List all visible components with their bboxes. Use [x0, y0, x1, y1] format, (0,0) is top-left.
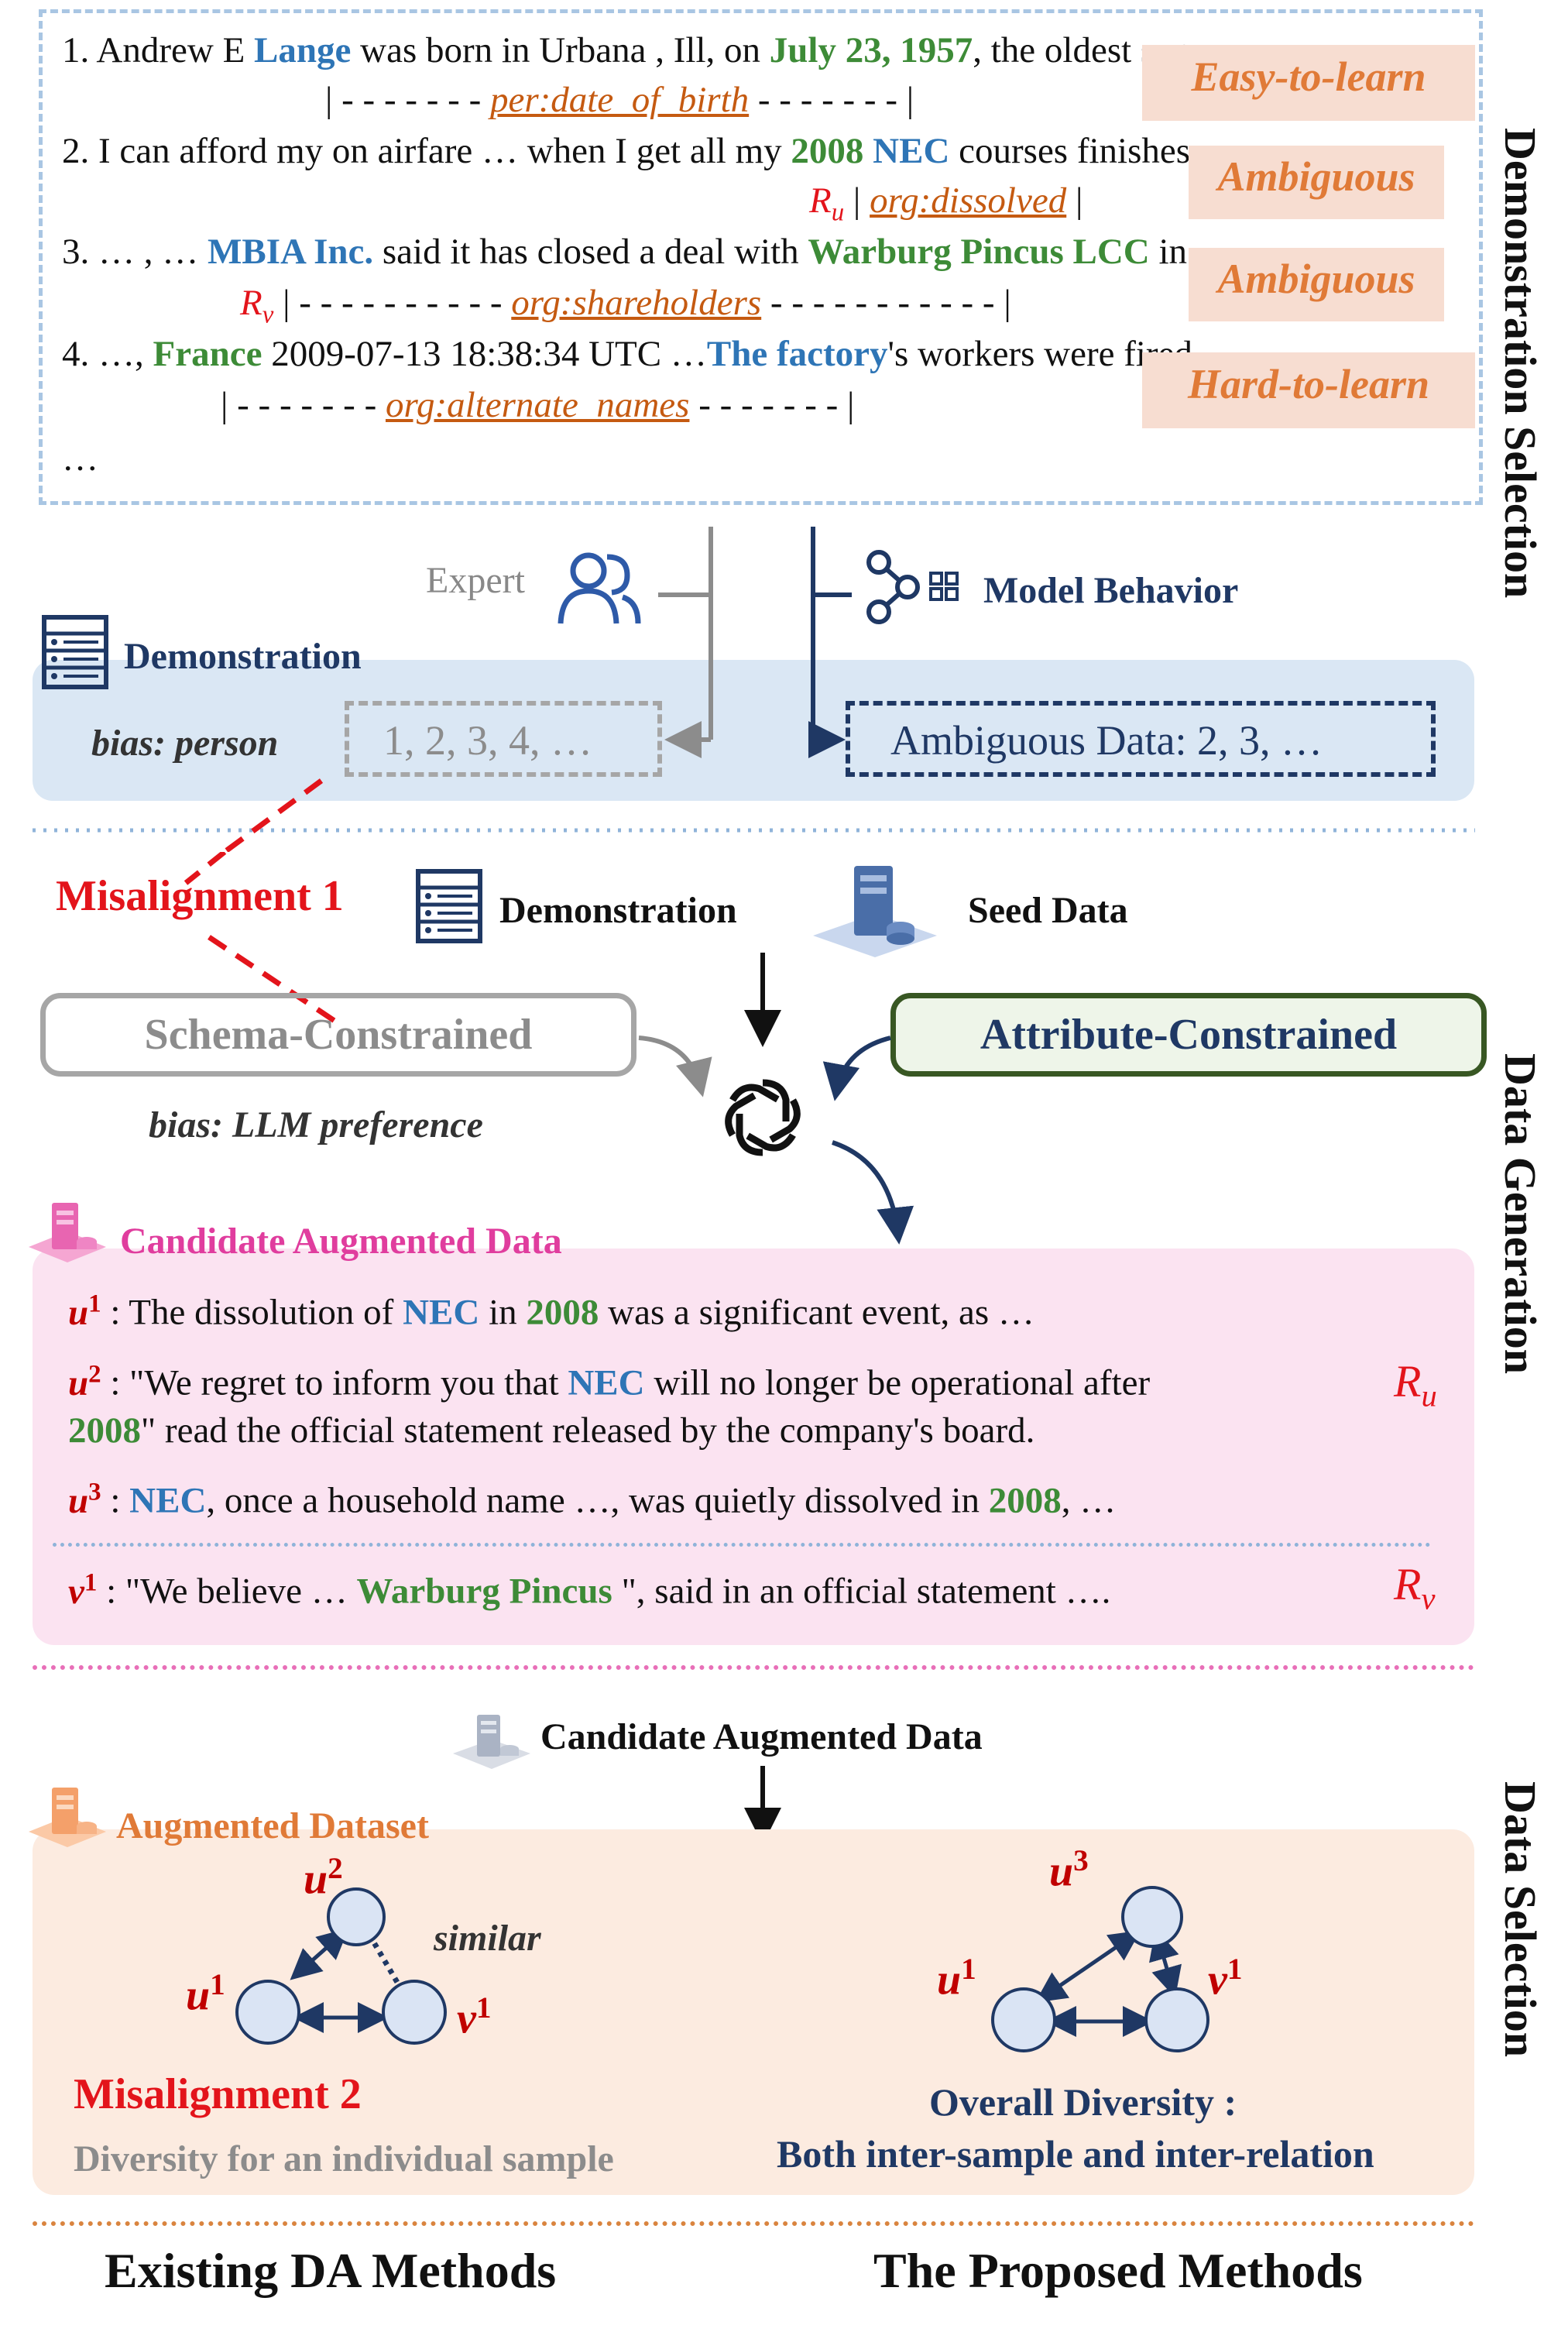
- head-entity: NEC: [873, 131, 950, 171]
- tail-entity: 2008: [791, 131, 864, 171]
- orange-divider: [33, 2221, 1474, 2226]
- r-u-symbol: Ru: [809, 180, 845, 227]
- examples-ellipsis: …: [62, 438, 98, 479]
- bias-llm-preference: bias: LLM preference: [149, 1104, 483, 1145]
- tail-entity: July 23, 1957: [769, 30, 973, 70]
- misalignment-2: Misalignment 2: [74, 2070, 362, 2118]
- pink-divider: [33, 1665, 1474, 1670]
- both-inter: Both inter-sample and inter-relation: [777, 2132, 1374, 2176]
- example-4: 4. …, France 2009-07-13 18:38:34 UTC …Th…: [62, 334, 1238, 374]
- expert-label: Expert: [426, 560, 525, 601]
- left-node-u1: u1: [186, 1968, 225, 2020]
- similar-label: similar: [434, 1918, 541, 1959]
- var-u1: u1: [68, 1290, 101, 1333]
- tag-ambiguous-1: Ambiguous: [1189, 146, 1444, 219]
- footer-proposed: The Proposed Methods: [873, 2243, 1363, 2298]
- candidate-u2-line2: 2008" read the official statement releas…: [68, 1410, 1035, 1451]
- demonstration-icon: [42, 615, 108, 689]
- candidate-divider: [53, 1543, 1431, 1547]
- var-u3: u3: [68, 1478, 101, 1521]
- candidate-u2: u2 : "We regret to inform you that NEC w…: [68, 1360, 1151, 1403]
- var-v1: v1: [68, 1568, 98, 1612]
- gen-connectors: [638, 953, 914, 1245]
- llm-icon: [725, 1079, 801, 1156]
- relation-label: org:shareholders: [511, 283, 762, 323]
- section-title-data-generation: Data Generation: [1495, 1053, 1546, 1374]
- augmented-dataset-icon: [29, 1788, 106, 1847]
- relation-label: per:date_of_birth: [489, 80, 750, 120]
- candidate-data-icon-2: [453, 1715, 530, 1769]
- ambiguous-data-text: Ambiguous Data: 2, 3, …: [890, 717, 1323, 764]
- demonstration-label-2: Demonstration: [499, 890, 737, 931]
- var-u2: u2: [68, 1360, 101, 1403]
- right-node-u1: u1: [937, 1953, 976, 2004]
- candidate-v1: v1 : "We believe … Warburg Pincus ", sai…: [68, 1568, 1111, 1612]
- section-title-demo-selection: Demonstration Selection: [1495, 128, 1546, 599]
- candidate-label-2: Candidate Augmented Data: [540, 1716, 983, 1757]
- misalignment1-connector: [184, 852, 338, 1025]
- ambiguous-data-box: [846, 701, 1436, 777]
- augmented-dataset-label: Augmented Dataset: [116, 1805, 429, 1846]
- tag-easy-to-learn: Easy-to-learn: [1142, 45, 1475, 121]
- head-entity: MBIA Inc.: [208, 232, 374, 272]
- right-diversity-graph: [991, 1886, 1209, 2052]
- left-node-v1: v1: [457, 1991, 492, 2043]
- overall-diversity: Overall Diversity :: [929, 2080, 1237, 2124]
- section-title-data-selection: Data Selection: [1495, 1781, 1546, 2057]
- demonstration-icon-2: [416, 869, 482, 943]
- right-node-v1: v1: [1208, 1953, 1243, 2004]
- relation-line-4: | - - - - - - - org:alternate_names - - …: [221, 385, 855, 425]
- candidate-title: Candidate Augmented Data: [120, 1221, 562, 1262]
- demonstration-label: Demonstration: [124, 636, 362, 677]
- r-v-symbol: Rv: [240, 283, 274, 329]
- seed-data-label: Seed Data: [968, 890, 1128, 931]
- demo-panel: [33, 660, 1474, 801]
- relation-line-2: Ru | org:dissolved |: [809, 180, 1083, 227]
- attribute-constrained-box: Attribute-Constrained: [890, 993, 1487, 1077]
- expert-list-box: [345, 701, 662, 777]
- tag-ambiguous-2: Ambiguous: [1189, 248, 1444, 321]
- candidate-panel: [33, 1248, 1474, 1645]
- footer-existing: Existing DA Methods: [105, 2243, 557, 2298]
- candidate-u1: u1 : The dissolution of NEC in 2008 was …: [68, 1290, 1034, 1333]
- misalignment-1: Misalignment 1: [56, 872, 344, 920]
- left-node-u2: u2: [304, 1852, 343, 1904]
- bias-person: bias: person: [91, 723, 279, 764]
- tag-hard-to-learn: Hard-to-learn: [1142, 352, 1475, 428]
- seed-data-icon: [813, 866, 937, 957]
- example-2: 2. I can afford my on airfare … when I g…: [62, 131, 1199, 171]
- r-v-label: Rv: [1394, 1559, 1436, 1616]
- demo-connectors: [33, 527, 1475, 852]
- tail-entity: Warburg Pincus LCC: [808, 232, 1150, 272]
- selection-arrow: [744, 1766, 781, 1845]
- head-entity: The factory: [706, 334, 888, 374]
- model-behavior-label: Model Behavior: [983, 570, 1239, 611]
- candidate-u3: u3 : NEC, once a household name …, was q…: [68, 1478, 1117, 1521]
- model-behavior-icon: [866, 550, 959, 624]
- relation-line-3: Rv | - - - - - - - - - - org:shareholder…: [240, 283, 1011, 329]
- schema-constrained-box: Schema-Constrained: [40, 993, 636, 1077]
- right-node-u3: u3: [1049, 1844, 1089, 1896]
- relation-label: org:alternate_names: [385, 385, 690, 425]
- relation-line-1: | - - - - - - - per:date_of_birth - - - …: [325, 80, 914, 120]
- expert-list: 1, 2, 3, 4, …: [383, 717, 592, 764]
- left-diversity-graph: [235, 1887, 447, 2045]
- candidate-data-icon: [29, 1203, 106, 1262]
- people-icon: [558, 552, 641, 624]
- head-entity: Lange: [254, 30, 352, 70]
- demo-examples-box: [39, 9, 1483, 505]
- relation-label: org:dissolved: [870, 180, 1067, 221]
- diversity-individual: Diversity for an individual sample: [74, 2138, 614, 2179]
- tail-entity: France: [153, 334, 262, 374]
- r-u-label: Ru: [1394, 1356, 1437, 1413]
